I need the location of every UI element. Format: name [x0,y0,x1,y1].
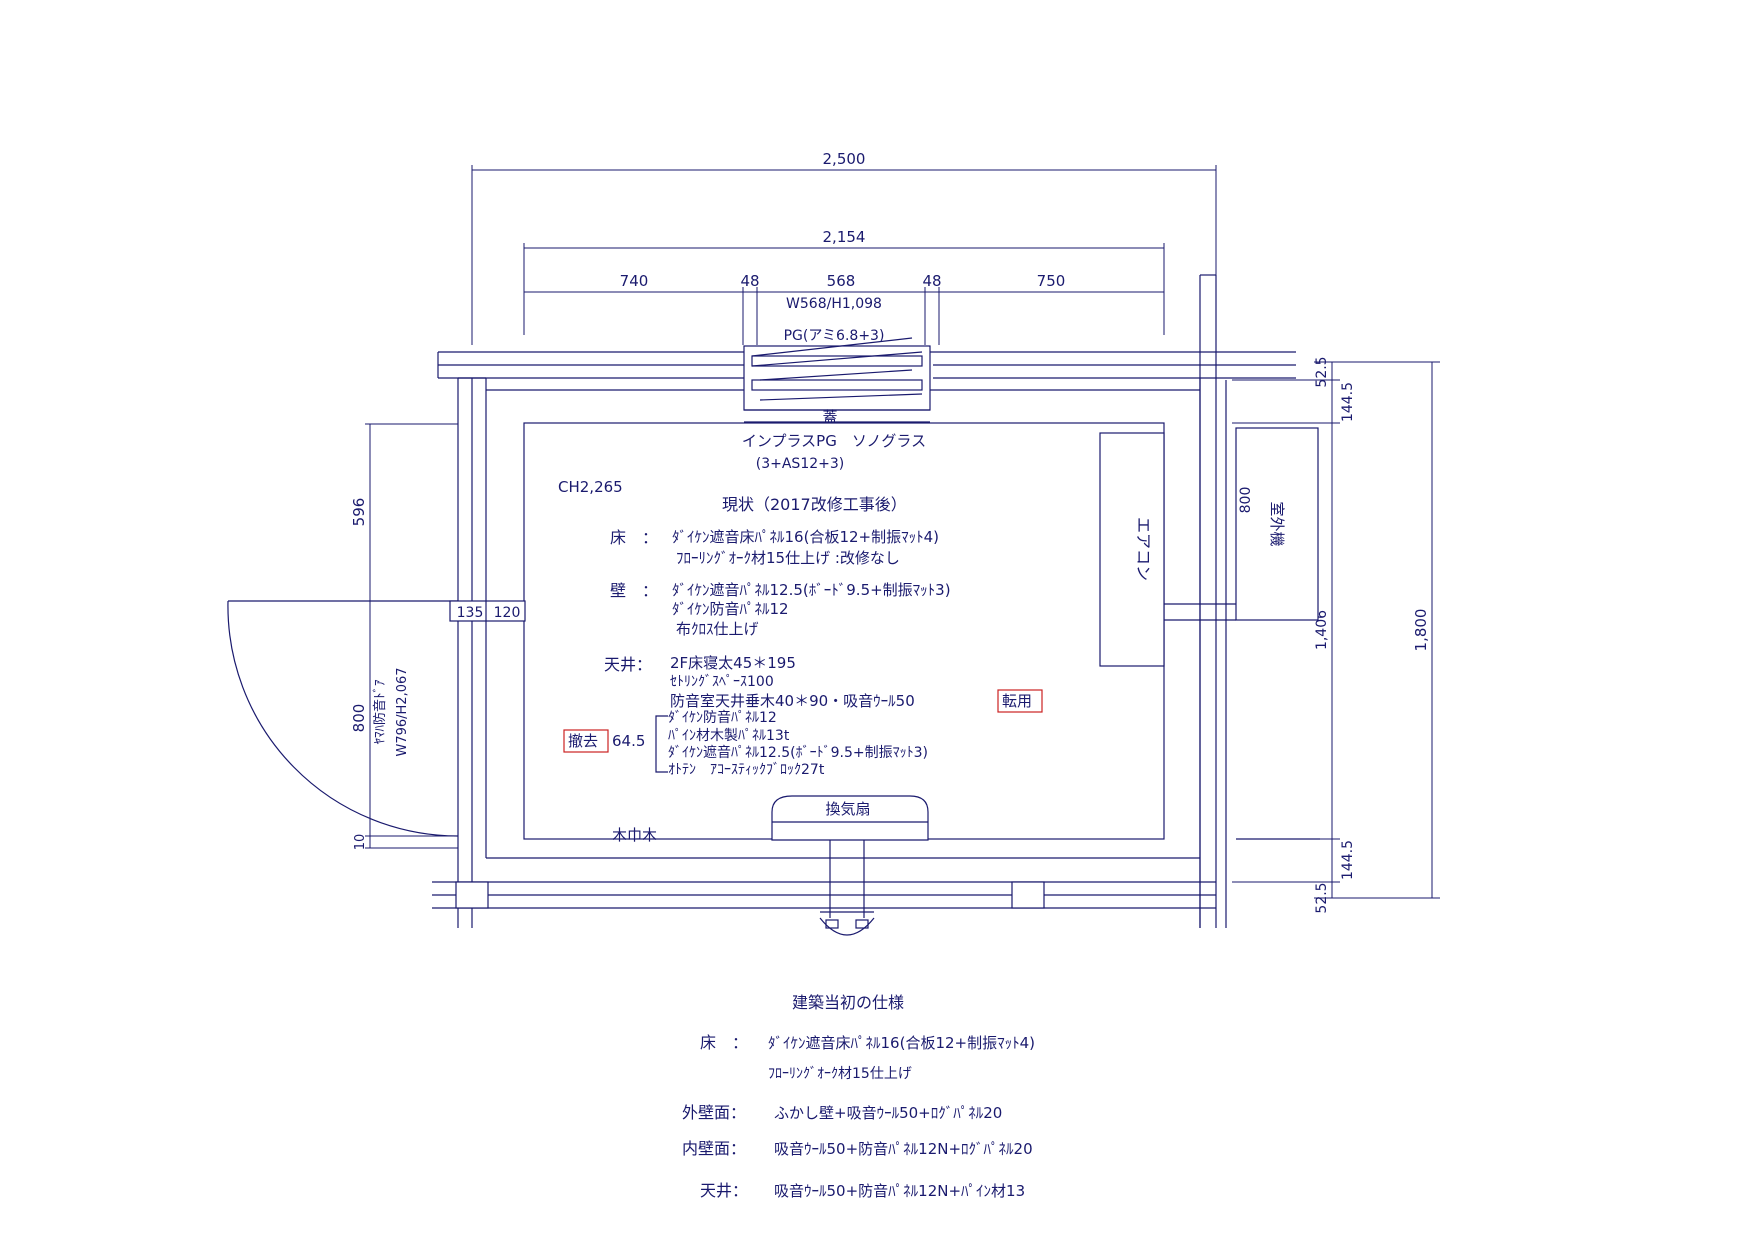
room-notes: CH2,265 現状（2017改修工事後） 床 ： ﾀﾞｲｹﾝ遮音床ﾊﾟﾈﾙ16… [558,478,1043,844]
removed-thickness: 64.5 [612,732,645,750]
dim-text-1800: 1,800 [1412,609,1430,652]
wall-line-3: 布ｸﾛｽ仕上げ [676,620,759,638]
aircon-pipe [1164,603,1236,621]
orig-ceiling-label: 天井： [700,1181,748,1200]
removed-line-4: ｵﾄﾃﾝ ｱｺｰｽﾃｨｯｸﾌﾞﾛｯｸ27t [668,762,825,778]
ceiling-line-3: 防音室天井垂木40＊90・吸音ｳｰﾙ50 [670,692,915,710]
fan-label: 換気扇 [825,800,870,818]
ceiling-label: 天井： [604,655,652,674]
ceiling-line-1: 2F床寝太45＊195 [670,654,796,672]
floor-line-1: ﾀﾞｲｹﾝ遮音床ﾊﾟﾈﾙ16(合板12+制振ﾏｯﾄ4) [672,528,939,546]
orig-floor-line-1: ﾀﾞｲｹﾝ遮音床ﾊﾟﾈﾙ16(合板12+制振ﾏｯﾄ4) [768,1034,1035,1052]
dim-text-750: 750 [1037,272,1066,290]
ceiling-line-2: ｾﾄﾘﾝｸﾞｽﾍﾟｰｽ100 [670,674,774,690]
window-inner-name: インプラスPG ソノグラス [742,432,926,450]
status-title: 現状（2017改修工事後） [722,495,907,514]
dimension-overall-width: 2,500 [471,150,1217,345]
window-glass-label: PG(アミ6.8+3) [784,328,885,344]
aircon-label: エアコン [1134,517,1153,581]
original-spec-title: 建築当初の仕様 [792,993,904,1012]
orig-inner-wall-label: 内壁面： [682,1139,746,1158]
aircon-unit[interactable]: エアコン [1099,432,1165,667]
outdoor-unit-label: 室外機 [1268,501,1286,546]
ceiling-height-label: CH2,265 [558,478,623,496]
dim-text-52-5-top: 52.5 [1314,356,1330,387]
door-size: W796/H2,067 [395,667,410,756]
dim-text-800-outdoor: 800 [1238,487,1254,514]
removed-line-1: ﾀﾞｲｹﾝ防音ﾊﾟﾈﾙ12 [668,709,777,726]
outdoor-unit[interactable]: 室外機 800 [1235,427,1319,621]
dim-text-568: 568 [827,272,856,290]
dim-text-48-right: 48 [922,272,941,290]
dimension-inner-width: 2,154 [523,228,1165,335]
window-inner-spec: (3+AS12+3) [756,456,844,472]
orig-outer-wall-label: 外壁面： [682,1103,746,1122]
window-unit[interactable]: W568/H1,098 PG(アミ6.8+3) 蓋 インプラスPG ソノグラス … [742,296,931,472]
original-spec: 建築当初の仕様 床 ： ﾀﾞｲｹﾝ遮音床ﾊﾟﾈﾙ16(合板12+制振ﾏｯﾄ4) … [682,993,1035,1200]
wall-thickness-callout: 135 120 [449,600,526,622]
dim-text-2154: 2,154 [823,228,866,246]
baseboard-label: 木巾木 [612,826,657,844]
dim-text-10: 10 [353,834,368,851]
floor-label: 床 ： [610,528,658,547]
dim-text-144-5-bottom: 144.5 [1340,840,1356,880]
dim-text-2500: 2,500 [823,150,866,168]
orig-ceiling: 吸音ｳｰﾙ50+防音ﾊﾟﾈﾙ12N+ﾊﾟｲﾝ材13 [774,1182,1025,1200]
dim-text-48-left: 48 [740,272,759,290]
orig-floor-label: 床 ： [700,1033,748,1052]
dim-text-52-5-bottom: 52.5 [1314,882,1330,913]
dimension-segments: 740 48 568 48 750 [524,272,1164,345]
door-swing[interactable]: ﾔﾏﾊ防音ﾄﾞｱ W796/H2,067 [227,600,459,837]
wall-label: 壁 ： [610,581,658,600]
dim-text-135: 135 [457,605,484,621]
removed-line-2: ﾊﾟｲﾝ材木製ﾊﾟﾈﾙ13t [668,728,790,744]
door-name: ﾔﾏﾊ防音ﾄﾞｱ [372,679,388,745]
wall-line-2: ﾀﾞｲｹﾝ防音ﾊﾟﾈﾙ12 [672,600,789,618]
dim-text-596: 596 [350,498,368,527]
floor-line-2: ﾌﾛｰﾘﾝｸﾞｵｰｸ材15仕上げ :改修なし [676,549,900,567]
dimension-left: 596 800 10 [350,423,458,851]
dim-text-120: 120 [494,605,521,621]
dim-text-144-5-top: 144.5 [1340,382,1356,422]
dim-text-800-left: 800 [350,704,368,733]
removed-bracket [655,715,668,773]
window-size-label: W568/H1,098 [786,296,882,312]
removed-tag: 撤去 [568,732,598,750]
removed-line-3: ﾀﾞｲｹﾝ遮音ﾊﾟﾈﾙ12.5(ﾎﾞｰﾄﾞ9.5+制振ﾏｯﾄ3) [668,744,928,761]
ventilation-fan[interactable]: 換気扇 [771,795,929,936]
dim-text-740: 740 [620,272,649,290]
reuse-tag-frame [997,689,1043,713]
orig-inner-wall: 吸音ｳｰﾙ50+防音ﾊﾟﾈﾙ12N+ﾛｸﾞﾊﾟﾈﾙ20 [774,1140,1033,1158]
wall-line-1: ﾀﾞｲｹﾝ遮音ﾊﾟﾈﾙ12.5(ﾎﾞｰﾄﾞ9.5+制振ﾏｯﾄ3) [672,581,951,599]
reuse-tag: 転用 [1002,692,1032,710]
window-lid-label: 蓋 [822,408,837,426]
orig-outer-wall: ふかし壁+吸音ｳｰﾙ50+ﾛｸﾞﾊﾟﾈﾙ20 [774,1104,1002,1122]
removed-tag-frame [563,729,609,753]
orig-floor-line-2: ﾌﾛｰﾘﾝｸﾞｵｰｸ材15仕上げ [768,1066,912,1082]
